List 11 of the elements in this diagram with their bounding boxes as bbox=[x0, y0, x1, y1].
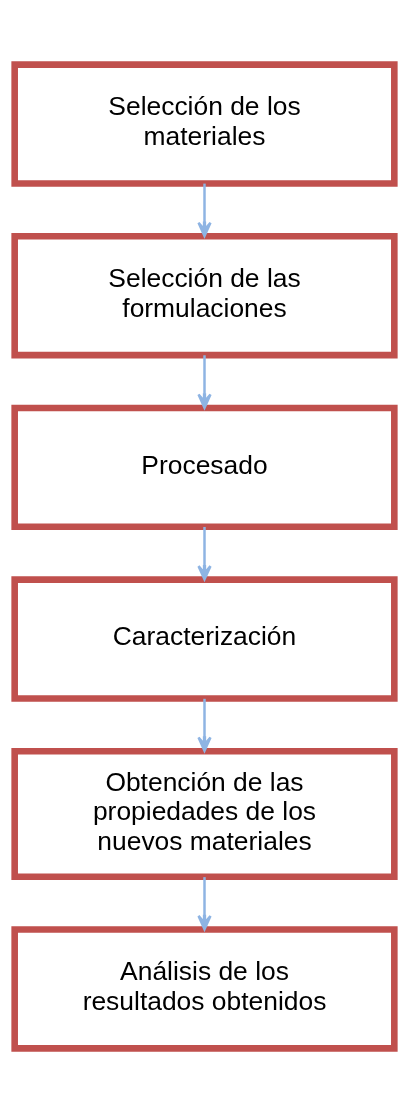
node-box: Procesado bbox=[11, 404, 398, 530]
arrow bbox=[197, 698, 212, 752]
node-box: Selección de las formulaciones bbox=[11, 232, 398, 358]
node-box: Selección de los materiales bbox=[11, 60, 398, 187]
arrow bbox=[197, 876, 212, 930]
node-box: Análisis de los resultados obtenidos bbox=[11, 925, 398, 1052]
arrow bbox=[197, 526, 212, 581]
node-box: Obtención de las propiedades de los nuevos materiales bbox=[11, 747, 398, 880]
arrow bbox=[197, 183, 212, 237]
arrow bbox=[197, 354, 212, 409]
node-box: Caracterización bbox=[11, 575, 398, 702]
